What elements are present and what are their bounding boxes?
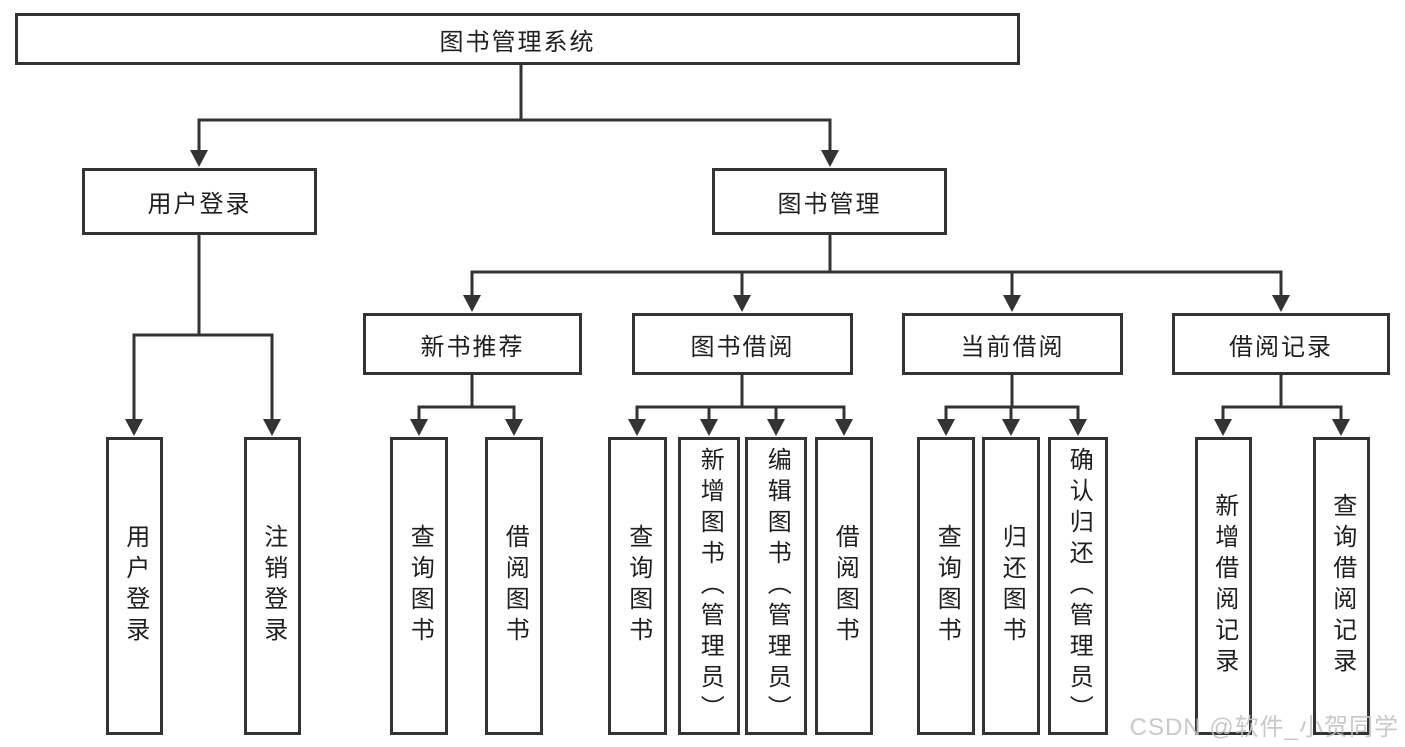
- node-label: 查询图书: [406, 524, 434, 648]
- node-label: 图书管理: [777, 191, 882, 218]
- arrow-down-icon: [1003, 295, 1021, 312]
- arrow-down-icon: [835, 419, 853, 436]
- node-current-borrowing: 当前借阅: [902, 313, 1123, 375]
- node-user-login: 用户登录: [106, 437, 163, 735]
- csdn-watermark: CSDN @软件_小贺同学: [1129, 714, 1399, 741]
- node-query-borrowing-record: 查询借阅记录: [1313, 437, 1370, 735]
- node-user-login-group: 用户登录: [82, 168, 317, 235]
- arrow-down-icon: [505, 419, 523, 436]
- arrow-down-icon: [1002, 419, 1020, 436]
- node-edit-books-admin: 编辑图书（管理员）: [745, 437, 807, 735]
- arrow-down-icon: [125, 419, 143, 436]
- connector-user-login-subtree: [125, 235, 281, 436]
- arrow-down-icon: [767, 419, 785, 436]
- node-label: 新增借阅记录: [1210, 493, 1238, 679]
- node-label: 借阅记录: [1229, 333, 1333, 361]
- node-query-books-recommend: 查询图书: [390, 437, 448, 735]
- node-book-borrowing: 图书借阅: [632, 313, 853, 375]
- node-label: 当前借阅: [960, 333, 1065, 361]
- arrow-down-icon: [190, 150, 208, 167]
- arrow-down-icon: [1069, 419, 1087, 436]
- node-logout: 注销登录: [244, 437, 301, 735]
- arrow-down-icon: [1332, 419, 1350, 436]
- node-query-books-borrowing: 查询图书: [608, 437, 667, 735]
- connector-new-book-subtree: [410, 375, 523, 436]
- node-new-book-recommendation: 新书推荐: [363, 313, 582, 375]
- node-label: 新书推荐: [420, 333, 525, 361]
- arrow-down-icon: [410, 419, 428, 436]
- node-borrowing-records: 借阅记录: [1172, 313, 1390, 375]
- node-label: 编辑图书（管理员）: [763, 446, 791, 726]
- node-borrow-books-recommend: 借阅图书: [485, 437, 543, 735]
- arrow-down-icon: [263, 419, 281, 436]
- node-label: 新增图书（管理员）: [696, 446, 724, 726]
- node-label: 查询借阅记录: [1328, 493, 1356, 679]
- node-label: 用户登录: [147, 191, 252, 218]
- arrow-down-icon: [821, 150, 839, 167]
- node-label: 图书借阅: [690, 333, 795, 361]
- connector-book-borrowing-subtree: [628, 375, 853, 436]
- node-query-books-current: 查询图书: [917, 437, 975, 735]
- node-label: 归还图书: [998, 524, 1026, 648]
- arrow-down-icon: [733, 295, 751, 312]
- node-label: 确认归还（管理员）: [1065, 446, 1093, 726]
- arrow-down-icon: [1272, 295, 1290, 312]
- arrow-down-icon: [628, 419, 646, 436]
- node-confirm-return-admin: 确认归还（管理员）: [1048, 437, 1108, 735]
- node-label: 借阅图书: [501, 524, 529, 648]
- node-borrow-books-borrowing: 借阅图书: [815, 437, 873, 735]
- node-label: 图书管理系统: [439, 28, 596, 56]
- node-library-management-system: 图书管理系统: [15, 13, 1020, 65]
- arrow-down-icon: [700, 419, 718, 436]
- connector-root-to-level2: [190, 64, 839, 167]
- connector-borrowing-records-subtree: [1214, 375, 1350, 436]
- node-book-management-group: 图书管理: [712, 168, 947, 235]
- node-label: 注销登录: [259, 524, 287, 648]
- node-add-borrowing-record: 新增借阅记录: [1195, 437, 1252, 735]
- connector-current-borrowing-subtree: [937, 375, 1087, 436]
- connector-book-management-to-level3: [463, 235, 1290, 312]
- node-label: 查询图书: [933, 524, 961, 648]
- arrow-down-icon: [463, 295, 481, 312]
- node-add-books-admin: 新增图书（管理员）: [678, 437, 740, 735]
- node-return-books: 归还图书: [982, 437, 1040, 735]
- node-label: 借阅图书: [831, 524, 859, 648]
- node-label: 用户登录: [121, 524, 149, 648]
- arrow-down-icon: [1214, 419, 1232, 436]
- node-label: 查询图书: [624, 524, 652, 648]
- arrow-down-icon: [937, 419, 955, 436]
